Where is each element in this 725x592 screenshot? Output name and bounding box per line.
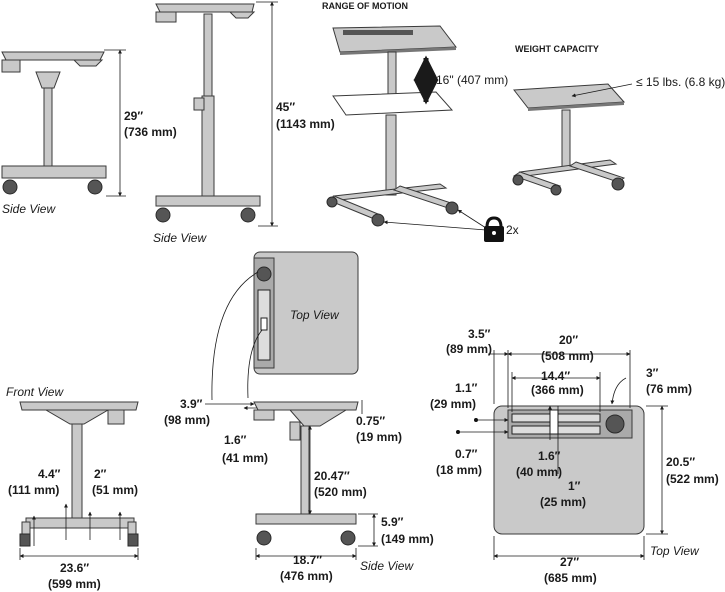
width-in: 27″	[560, 555, 579, 569]
tray-left-mm: (89 mm)	[446, 342, 492, 356]
side-height-in: 20.47″	[314, 469, 350, 483]
weight-capacity: WEIGHT CAPACITY ≤ 15 lbs. (6.8 kg)	[512, 44, 725, 196]
edge-b-in: 0.7″	[455, 447, 478, 461]
max-height-mm: (1143 mm)	[276, 117, 335, 131]
tray-width-mm: (508 mm)	[541, 349, 594, 363]
tray-width-in: 20″	[559, 333, 578, 347]
pole-offset-mm: (41 mm)	[222, 451, 268, 465]
motion-label: 16" (407 mm)	[436, 73, 508, 87]
capacity-label: ≤ 15 lbs. (6.8 kg)	[636, 75, 725, 89]
top-view-small: Top View 3.9″ (98 mm) 1.6″ (41 mm)	[164, 251, 359, 465]
weight-capacity-heading: WEIGHT CAPACITY	[515, 44, 599, 54]
top-view-caption-2: Top View	[650, 544, 700, 558]
front-b-in: 2″	[94, 467, 107, 481]
min-height-mm: (736 mm)	[124, 125, 177, 139]
side-view-caption-2: Side View	[153, 231, 207, 245]
side-height-mm: (520 mm)	[314, 485, 367, 499]
side-depth-mm: (476 mm)	[280, 569, 333, 583]
front-width-mm: (599 mm)	[48, 577, 101, 591]
front-width-in: 23.6″	[60, 561, 89, 575]
edge-b-mm: (18 mm)	[436, 463, 482, 477]
slot-width-mm: (366 mm)	[531, 383, 584, 397]
top-thick-mm: (19 mm)	[356, 430, 402, 444]
side-view-raised: 45″ (1143 mm) Side View	[153, 1, 335, 245]
slot-mid-mm: (40 mm)	[516, 465, 562, 479]
slot-gap-in: 1″	[568, 479, 581, 493]
front-view: Front View 4.4″ (111 mm) 2″ (51 mm) 23.6…	[6, 385, 139, 591]
slot-width-in: 14.4″	[541, 369, 570, 383]
side-depth-in: 18.7″	[293, 553, 322, 567]
side-view-lowered: 29″ (736 mm) Side View	[1, 49, 177, 216]
lock-icon	[484, 216, 504, 242]
width-mm: (685 mm)	[544, 571, 597, 585]
top-offset-mm: (98 mm)	[164, 413, 210, 427]
top-view-caption-1: Top View	[290, 308, 340, 322]
slot-gap-mm: (25 mm)	[540, 495, 586, 509]
slot-mid-in: 1.6″	[538, 449, 561, 463]
max-height-in: 45″	[276, 100, 295, 114]
front-b-mm: (51 mm)	[92, 483, 138, 497]
hole-mm: (76 mm)	[646, 382, 692, 396]
top-thick-in: 0.75″	[356, 414, 385, 428]
depth-mm: (522 mm)	[666, 472, 719, 486]
range-of-motion-heading: RANGE OF MOTION	[322, 1, 408, 11]
top-offset-in: 3.9″	[180, 397, 203, 411]
base-height-in: 5.9″	[381, 515, 404, 529]
pole-offset-in: 1.6″	[224, 433, 247, 447]
edge-a-in: 1.1″	[455, 381, 478, 395]
side-view-caption-3: Side View	[360, 559, 414, 573]
front-a-mm: (111 mm)	[8, 483, 59, 497]
side-view-caption-1: Side View	[2, 202, 56, 216]
locks-label: 2x	[506, 223, 519, 237]
front-a-in: 4.4″	[38, 467, 61, 481]
top-view-dimensioned: 3.5″ (89 mm) 20″ (508 mm) 14.4″ (366 mm)…	[430, 327, 719, 585]
edge-a-mm: (29 mm)	[430, 397, 476, 411]
min-height-in: 29″	[124, 109, 143, 123]
base-height-mm: (149 mm)	[381, 532, 434, 546]
range-of-motion: RANGE OF MOTION 16" (407 mm) 2x	[322, 1, 519, 242]
hole-in: 3″	[646, 366, 659, 380]
side-view-dimensioned: 0.75″ (19 mm) 20.47″ (520 mm) 5.9″ (149 …	[253, 400, 434, 583]
front-view-caption: Front View	[6, 385, 64, 399]
depth-in: 20.5″	[666, 455, 695, 469]
tray-left-in: 3.5″	[468, 327, 491, 341]
